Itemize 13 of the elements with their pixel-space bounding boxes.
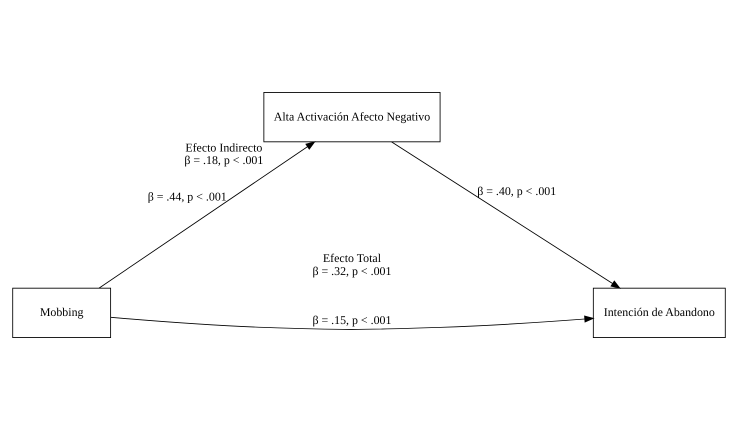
edge-label: β = .40, p < .001 [477, 183, 556, 198]
node-box: Mobbing [12, 287, 112, 338]
arrow [110, 314, 595, 330]
node-box: Alta Activación Afecto Negativo [263, 91, 441, 142]
node-box: Intención de Abandono [592, 287, 726, 338]
label: β = .32, p < .001 [312, 263, 392, 278]
edge-label: β = .15, p < .001 [312, 312, 392, 327]
edge-label: β = .44, p < .001 [148, 189, 227, 204]
label: Efecto Total [322, 250, 382, 264]
arrow [391, 140, 621, 288]
arrow [98, 140, 316, 288]
node-label: β = .18, p < .001 [184, 152, 264, 167]
node-label: Efecto Indirecto [185, 140, 262, 154]
